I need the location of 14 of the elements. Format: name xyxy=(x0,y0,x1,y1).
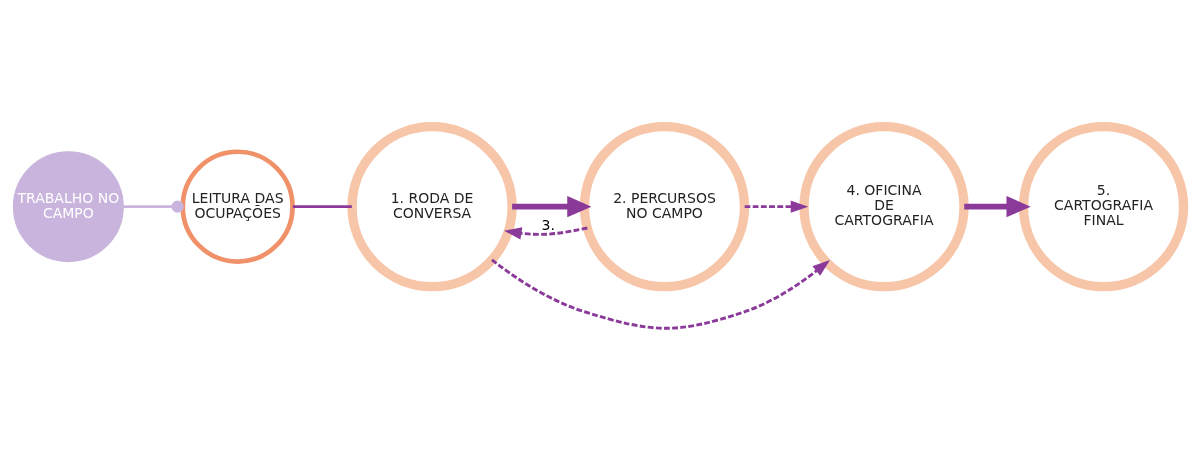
arrow xyxy=(744,200,809,213)
node-circle: 2. PERCURSOS NO CAMPO xyxy=(579,122,750,292)
edge-label: 3. xyxy=(541,216,555,233)
node-circle: LEITURA DAS OCUPAÇÕES xyxy=(180,149,295,264)
arrow xyxy=(964,196,1031,218)
node-circle: 4. OFICINA DE CARTOGRAFIA xyxy=(799,122,969,292)
node-circle: 1. RODA DE CONVERSA xyxy=(347,122,517,292)
connector xyxy=(292,205,352,209)
node-circle: 5. CARTOGRAFIA FINAL xyxy=(1018,122,1189,292)
arrow xyxy=(504,226,588,240)
node-circle: TRABALHO NO CAMPO xyxy=(12,151,124,263)
arrow xyxy=(512,196,592,218)
connector xyxy=(123,200,184,213)
arrow xyxy=(491,258,830,330)
